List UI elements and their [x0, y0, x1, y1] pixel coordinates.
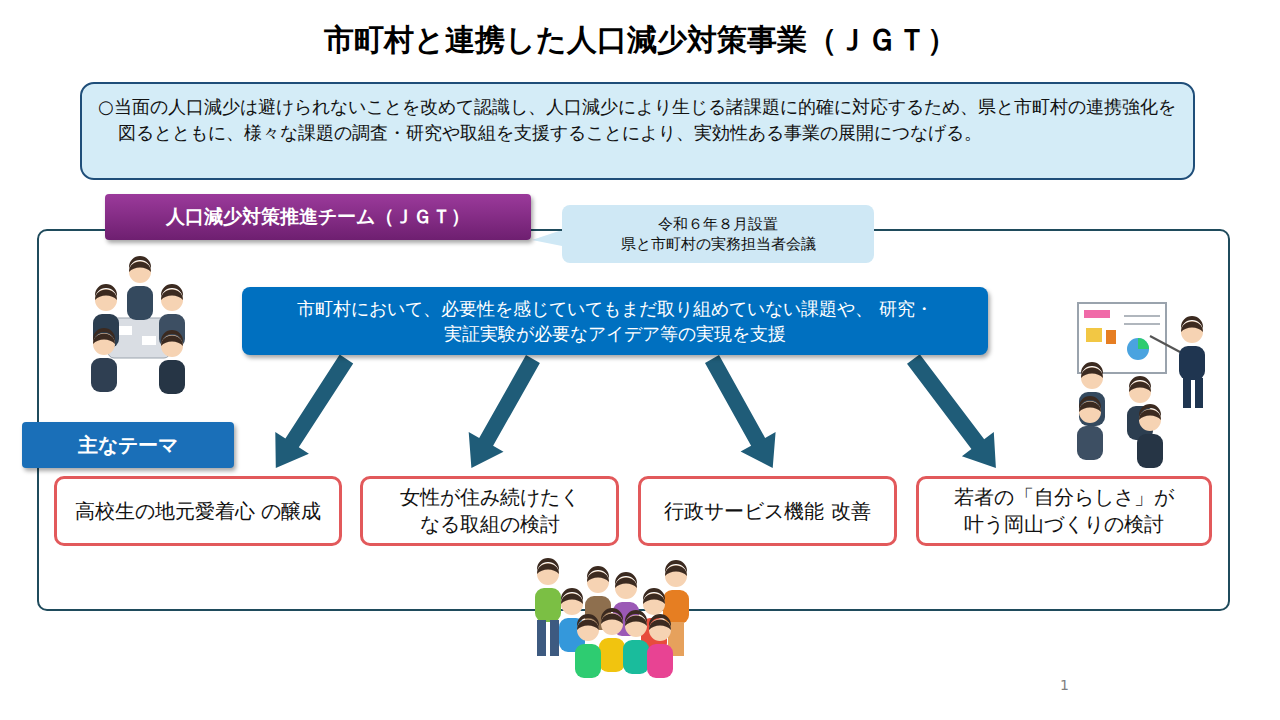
theme-box: 行政サービス機能 改善 [638, 476, 897, 546]
node-text: 市町村において、必要性を感じていてもまだ取り組めていない課題や、 研究・実証実験… [256, 296, 974, 346]
meeting-illustration [91, 256, 185, 394]
arrow-connector [907, 354, 996, 468]
arrow-connector [469, 355, 540, 468]
summary-box: ○当面の人口減少は避けられないことを改めて認識し、人口減少により生じる諸課題に的… [80, 82, 1195, 180]
node-text: 令和６年８月設置 県と市町村の実務担当者会議 [574, 214, 862, 255]
theme-box: 女性が住み続けたく なる取組の検討 [360, 476, 619, 546]
theme-box: 若者の「自分らしさ」が 叶う岡山づくりの検討 [916, 476, 1212, 546]
node-text: 女性が住み続けたく なる取組の検討 [373, 484, 606, 538]
node-text: 行政サービス機能 改善 [664, 498, 870, 525]
theme-heading-tab: 主なテーマ [22, 422, 234, 468]
title: 市町村と連携した人口減少対策事業（ＪＧＴ） [0, 20, 1280, 61]
theme-box: 高校生の地元愛着心 の醸成 [54, 476, 342, 546]
team-frame: 人口減少対策推進チーム（ＪＧＴ）市町村において、必要性を感じていてもまだ取り組め… [37, 229, 1230, 611]
team-name-tab: 人口減少対策推進チーム（ＪＧＴ） [105, 194, 531, 240]
node-text: 若者の「自分らしさ」が 叶う岡山づくりの検討 [929, 484, 1199, 538]
page-number: 1 [1060, 677, 1069, 693]
node-text: ○当面の人口減少は避けられないことを改めて認識し、人口減少により生じる諸課題に的… [118, 94, 1177, 146]
arrow-connector [705, 355, 776, 468]
node-text: 高校生の地元愛着心 の醸成 [75, 498, 321, 525]
arrow-connector [275, 355, 353, 468]
support-box: 市町村において、必要性を感じていてもまだ取り組めていない課題や、 研究・実証実験… [242, 287, 988, 355]
node-text: 主なテーマ [78, 432, 178, 459]
callout-bubble: 令和６年８月設置 県と市町村の実務担当者会議 [562, 205, 874, 263]
presentation-illustration [1077, 303, 1205, 468]
